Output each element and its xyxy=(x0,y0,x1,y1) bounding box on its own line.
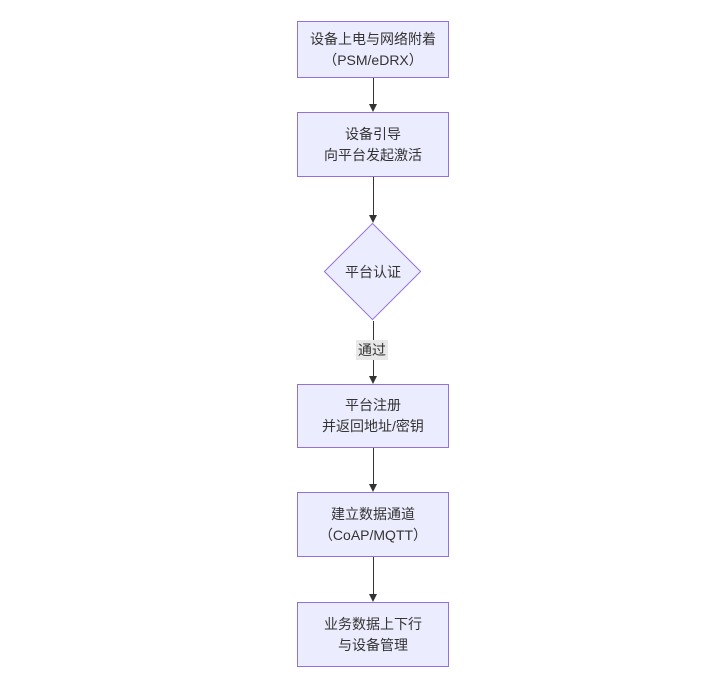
edge-line xyxy=(372,448,374,484)
node-text-line: 平台注册 xyxy=(345,397,401,413)
decision-label: 平台认证 xyxy=(345,264,401,280)
arrowhead-down-icon xyxy=(369,594,377,602)
node-text-line: 并返回地址/密钥 xyxy=(322,418,424,434)
node-text-line: 与设备管理 xyxy=(338,636,408,653)
node-business-data-mgmt: 业务数据上下行 与设备管理 xyxy=(297,602,449,667)
arrowhead-down-icon xyxy=(369,376,377,384)
arrow-channel-to-business xyxy=(368,557,378,602)
node-text-line: 业务数据上下行 xyxy=(324,615,422,632)
node-text-line: 设备上电与网络附着 xyxy=(310,30,436,47)
arrowhead-down-icon xyxy=(369,484,377,492)
edge-line xyxy=(372,557,374,594)
edge-label-pass: 通过 xyxy=(356,340,388,360)
arrowhead-down-icon xyxy=(369,104,377,112)
arrow-bootstrap-to-auth xyxy=(368,177,378,223)
node-device-bootstrap: 设备引导 向平台发起激活 xyxy=(297,112,449,177)
edge-line xyxy=(372,177,374,215)
node-text-line: （PSM/eDRX） xyxy=(323,51,423,68)
node-text-line: 向平台发起激活 xyxy=(324,146,422,163)
decision-platform-auth: 平台认证 xyxy=(323,222,423,321)
arrowhead-down-icon xyxy=(369,215,377,223)
node-text-line: 建立数据通道 xyxy=(331,505,415,522)
node-text-line: （CoAP/MQTT） xyxy=(318,526,428,543)
edge-line xyxy=(372,78,374,104)
node-power-network-attach: 设备上电与网络附着 （PSM/eDRX） xyxy=(297,21,449,78)
arrow-register-to-channel xyxy=(368,448,378,492)
arrow-power-to-bootstrap xyxy=(368,78,378,112)
node-platform-register: 平台注册 并返回地址/密钥 xyxy=(297,384,449,448)
node-data-channel: 建立数据通道 （CoAP/MQTT） xyxy=(297,492,449,557)
node-text-line: 设备引导 xyxy=(345,125,401,142)
